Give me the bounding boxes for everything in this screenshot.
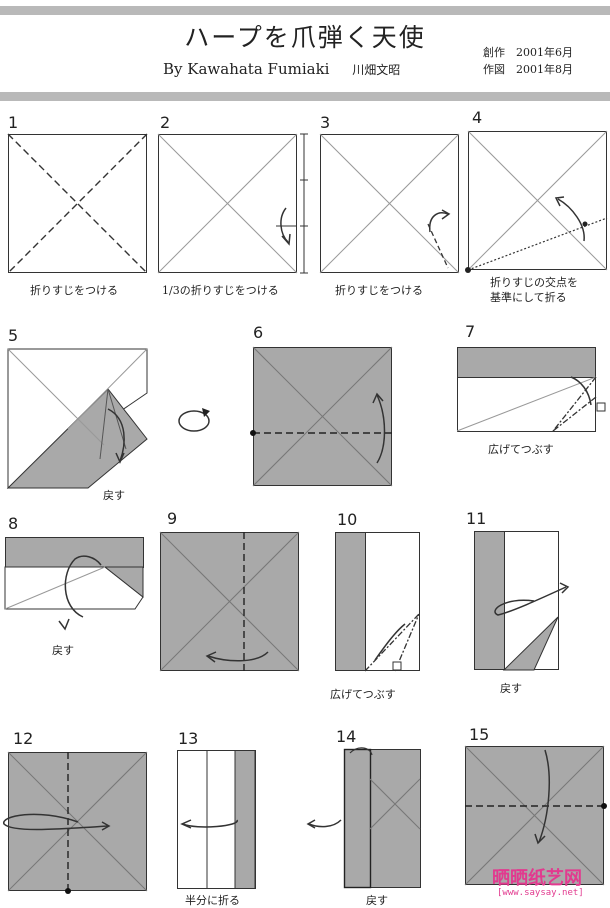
step-number-2: 2 bbox=[160, 113, 171, 132]
step-number-12: 12 bbox=[13, 729, 34, 748]
step-14-arrow-icon bbox=[306, 819, 342, 829]
step-11-caption: 戻す bbox=[500, 682, 522, 695]
step-number-15: 15 bbox=[469, 725, 490, 744]
step-12-diagram bbox=[3, 751, 148, 894]
author-name-en: By Kawahata Fumiaki bbox=[163, 60, 330, 78]
step-8-diagram bbox=[4, 537, 144, 631]
step-number-8: 8 bbox=[8, 514, 19, 533]
step-number-9: 9 bbox=[167, 509, 178, 528]
drawn-date: 作図 2001年8月 bbox=[483, 63, 573, 76]
watermark-logo: 晒晒纸艺网 bbox=[492, 868, 582, 889]
step-number-10: 10 bbox=[337, 510, 358, 529]
step-14-diagram bbox=[343, 747, 421, 889]
created-date: 創作 2001年6月 bbox=[483, 46, 573, 59]
step-10-caption: 広げてつぶす bbox=[330, 688, 396, 701]
step-2-diagram bbox=[157, 133, 308, 274]
step-number-11: 11 bbox=[466, 509, 487, 528]
step-14-caption: 戻す bbox=[366, 894, 388, 907]
step-3-caption: 折りすじをつける bbox=[335, 284, 423, 297]
step-3-diagram bbox=[319, 133, 460, 274]
step-number-13: 13 bbox=[178, 729, 199, 748]
step-10-diagram bbox=[335, 532, 420, 672]
step-1-caption: 折りすじをつける bbox=[30, 284, 118, 297]
step-7-caption: 広げてつぶす bbox=[488, 443, 554, 456]
step-number-3: 3 bbox=[320, 113, 331, 132]
step-4-caption-line2: 基準にして折る bbox=[490, 291, 567, 304]
flip-over-icon bbox=[178, 408, 210, 432]
step-number-1: 1 bbox=[8, 113, 19, 132]
step-number-6: 6 bbox=[253, 323, 264, 342]
step-4-diagram bbox=[465, 130, 608, 273]
step-15-diagram bbox=[464, 745, 607, 886]
step-5-diagram bbox=[6, 348, 148, 489]
step-4-caption: 折りすじの交点を bbox=[490, 276, 578, 289]
step-11-diagram bbox=[474, 531, 570, 671]
watermark-url: [www.saysay.net] bbox=[497, 888, 584, 898]
header-bottom-bar bbox=[0, 92, 610, 101]
step-number-7: 7 bbox=[465, 322, 476, 341]
step-13-caption: 半分に折る bbox=[185, 894, 240, 907]
page-title: ハープを爪弾く天使 bbox=[184, 23, 426, 52]
header-top-bar bbox=[0, 6, 610, 15]
step-number-14: 14 bbox=[336, 727, 357, 746]
step-13-diagram bbox=[177, 750, 256, 889]
step-number-5: 5 bbox=[8, 326, 19, 345]
step-number-4: 4 bbox=[472, 108, 483, 127]
step-2-caption: 1/3の折りすじをつける bbox=[162, 284, 279, 297]
step-8-caption: 戻す bbox=[52, 644, 74, 657]
step-7-diagram bbox=[456, 347, 606, 432]
step-5-caption: 戻す bbox=[103, 489, 125, 502]
step-6-diagram bbox=[250, 346, 393, 487]
author-byline: By Kawahata Fumiaki 川畑文昭 bbox=[163, 60, 400, 78]
author-name-jp: 川畑文昭 bbox=[352, 63, 401, 77]
step-9-diagram bbox=[159, 531, 300, 672]
step-1-diagram bbox=[7, 133, 148, 274]
